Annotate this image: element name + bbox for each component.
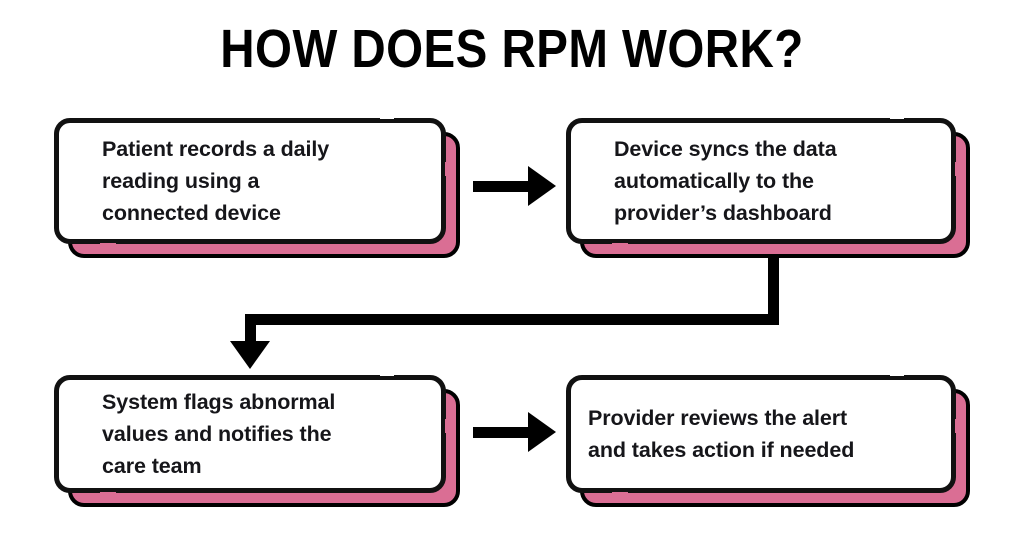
connector-line	[473, 427, 535, 438]
flow-node-device-syncs-data[interactable]: Device syncs the data automatically to t…	[566, 113, 970, 258]
stroke-gap-right	[955, 162, 961, 176]
stroke-gap-bottom	[612, 492, 628, 498]
arrow-right-icon	[528, 412, 556, 452]
connector-line-vertical	[768, 256, 779, 325]
node-label: System flags abnormal values and notifie…	[54, 375, 446, 493]
connector-line-horizontal	[245, 314, 779, 325]
node-card	[54, 375, 446, 493]
node-card	[566, 118, 956, 244]
flow-node-provider-reviews-alert[interactable]: Provider reviews the alert and takes act…	[566, 370, 970, 507]
node-label-line: Provider reviews the alert	[588, 406, 848, 430]
node-label-line: System flags abnormal	[102, 390, 336, 414]
stroke-gap-top	[380, 113, 394, 119]
arrow-down-icon	[230, 341, 270, 369]
stroke-gap-top	[890, 370, 904, 376]
page-title: HOW DOES RPM WORK?	[220, 19, 804, 79]
stroke-gap-top	[380, 370, 394, 376]
node-label: Provider reviews the alert and takes act…	[566, 375, 956, 493]
stroke-gap-right	[445, 419, 451, 433]
node-label-line: connected device	[102, 201, 281, 225]
flow-node-system-flags-abnormal[interactable]: System flags abnormal values and notifie…	[54, 370, 460, 507]
stroke-gap-top	[890, 113, 904, 119]
node-label-line: provider’s dashboard	[614, 201, 832, 225]
stroke-gap-bottom	[612, 243, 628, 249]
connector-line	[473, 181, 535, 192]
stroke-gap-bottom	[100, 243, 116, 249]
stroke-gap-bottom	[100, 492, 116, 498]
node-label-line: reading using a	[102, 169, 260, 193]
node-label: Device syncs the data automatically to t…	[566, 118, 956, 244]
node-label-line: care team	[102, 454, 202, 478]
node-card	[566, 375, 956, 493]
node-card	[54, 118, 446, 244]
stroke-gap-right	[955, 419, 961, 433]
arrow-right-icon	[528, 166, 556, 206]
node-label-line: values and notifies the	[102, 422, 332, 446]
stroke-gap-right	[445, 162, 451, 176]
node-label-line: and takes action if needed	[588, 438, 855, 462]
flow-node-patient-records-reading[interactable]: Patient records a daily reading using a …	[54, 113, 460, 258]
connector-line-vertical	[245, 314, 256, 350]
node-label-line: Device syncs the data	[614, 137, 837, 161]
node-label-line: Patient records a daily	[102, 137, 330, 161]
node-label-line: automatically to the	[614, 169, 814, 193]
node-label: Patient records a daily reading using a …	[54, 118, 446, 244]
